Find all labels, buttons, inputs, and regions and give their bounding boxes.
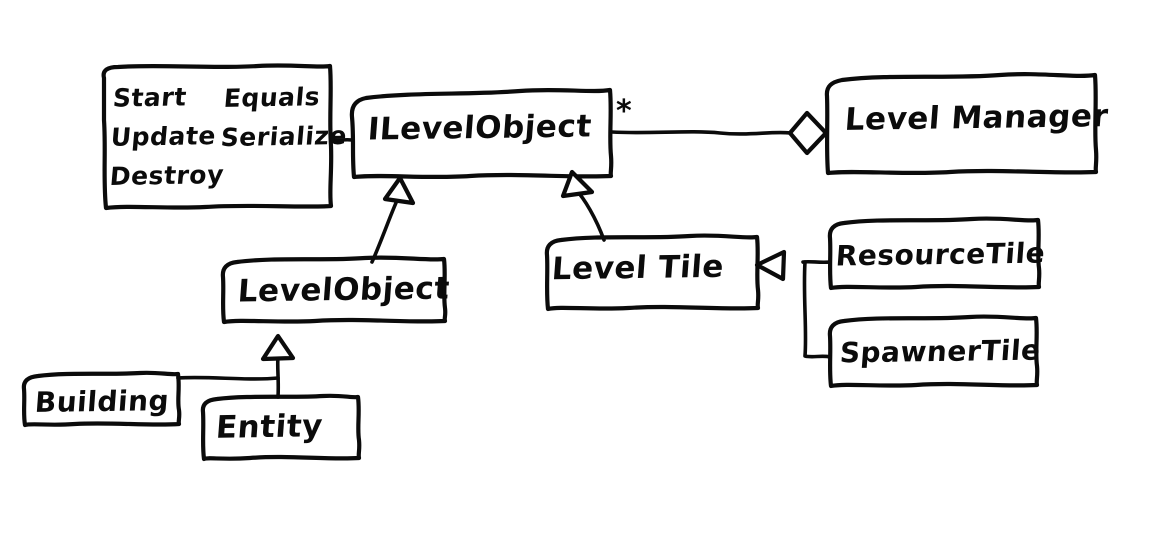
method-label-update: Update bbox=[109, 121, 218, 152]
class-title-entity: Entity bbox=[214, 408, 325, 446]
spawnertile-box bbox=[827, 314, 1040, 389]
generalization-line-building bbox=[176, 375, 280, 381]
aggregation-line bbox=[610, 130, 792, 136]
aggregation-diamond bbox=[787, 110, 829, 156]
class-title-levelmanager: Level Manager bbox=[843, 98, 1110, 138]
class-title-leveltile: Level Tile bbox=[550, 248, 726, 288]
building-box bbox=[21, 370, 182, 428]
method-label-equals: Equals bbox=[222, 82, 322, 113]
note-link-line bbox=[329, 137, 354, 143]
class-title-resourcetile: ResourceTile bbox=[834, 236, 1047, 273]
levelmanager-box bbox=[824, 72, 1099, 176]
method-label-destroy: Destroy bbox=[108, 160, 226, 191]
realization-line-levelobject bbox=[370, 192, 402, 264]
generalization-trunk-tiles bbox=[802, 260, 832, 359]
class-title-levelobject: LevelObject bbox=[236, 270, 451, 310]
generalization-arrowhead-levelobject bbox=[260, 333, 296, 362]
realization-line-leveltile bbox=[574, 188, 606, 242]
methods-note-box bbox=[101, 63, 334, 211]
class-title-building: Building bbox=[33, 384, 171, 419]
realization-arrowhead-levelobject bbox=[382, 175, 416, 206]
method-label-start: Start bbox=[111, 82, 188, 113]
generalization-line-resourcetile bbox=[801, 259, 832, 265]
realization-arrowhead-leveltile bbox=[560, 169, 595, 199]
levelobject-box bbox=[220, 255, 448, 325]
entity-box bbox=[200, 393, 362, 462]
generalization-arrowhead-leveltile bbox=[754, 249, 787, 282]
class-title-ilevelobject: ILevelObject bbox=[366, 108, 594, 148]
multiplicity-asterisk: * bbox=[616, 94, 633, 129]
resourcetile-box bbox=[827, 216, 1042, 291]
class-title-spawnertile: SpawnerTile bbox=[838, 333, 1042, 370]
method-label-serialize: Serialize bbox=[219, 120, 349, 153]
